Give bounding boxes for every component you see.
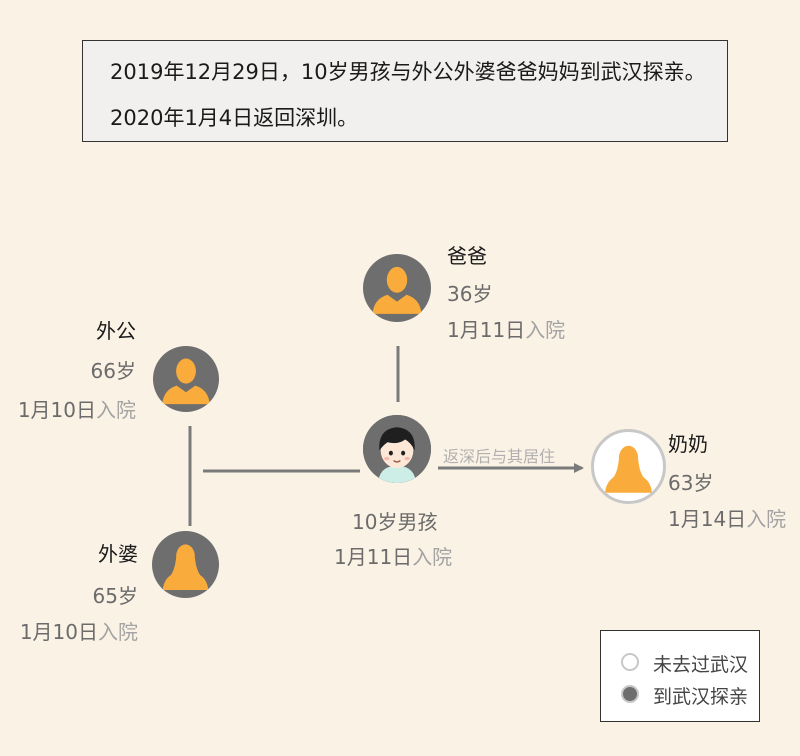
boy-face-icon [363, 415, 431, 483]
edge-label: 返深后与其居住 [443, 447, 556, 466]
grandma-paternal-admission: 1月14日入院 [668, 503, 786, 532]
dad-name: 爸爸 [447, 244, 487, 268]
person-icon [162, 544, 209, 590]
legend-label-not-visited: 未去过武汉 [653, 654, 749, 676]
grandpa-admission: 1月10日入院 [0, 394, 136, 423]
dad-age: 36岁 [447, 282, 493, 306]
hollow-circle-icon [621, 653, 639, 671]
grandma-maternal-avatar [152, 531, 219, 598]
grandpa-avatar [153, 346, 219, 412]
grandma-maternal-status: 入院 [98, 620, 138, 644]
boy-date: 1月11日 [334, 545, 413, 569]
filled-circle-icon [621, 685, 639, 703]
person-icon [605, 445, 652, 493]
person-icon [372, 266, 422, 314]
boy-status: 入院 [412, 545, 453, 569]
grandpa-age: 66岁 [90, 359, 136, 383]
dad-date: 1月11日 [447, 318, 526, 342]
grandma-maternal-date: 1月10日 [19, 620, 98, 644]
summary-box: 2019年12月29日，10岁男孩与外公外婆爸爸妈妈到武汉探亲。 2020年1月… [82, 40, 728, 142]
person-icon [162, 358, 210, 405]
legend-label-visited: 到武汉探亲 [653, 686, 749, 708]
summary-line-1: 2019年12月29日，10岁男孩与外公外婆爸爸妈妈到武汉探亲。 [110, 60, 706, 84]
boy-name: 10岁男孩 [352, 510, 438, 534]
grandpa-status: 入院 [96, 398, 136, 422]
dad-avatar [363, 254, 431, 322]
boy-admission: 1月11日入院 [334, 541, 452, 570]
legend: 未去过武汉 到武汉探亲 [600, 630, 760, 722]
summary-line-2: 2020年1月4日返回深圳。 [110, 106, 359, 130]
boy-avatar [363, 415, 431, 483]
grandma-maternal-admission: 1月10日入院 [0, 616, 138, 645]
grandma-paternal-name: 奶奶 [668, 432, 708, 456]
grandma-paternal-age: 63岁 [668, 471, 714, 495]
grandma-maternal-name: 外婆 [98, 542, 138, 566]
dad-admission: 1月11日入院 [447, 314, 565, 343]
grandma-paternal-date: 1月14日 [668, 507, 747, 531]
grandma-paternal-avatar [591, 429, 666, 504]
grandpa-date: 1月10日 [17, 398, 96, 422]
dad-status: 入院 [525, 318, 566, 342]
grandpa-name: 外公 [96, 319, 136, 343]
grandma-paternal-status: 入院 [746, 507, 787, 531]
grandma-maternal-age: 65岁 [92, 584, 138, 608]
